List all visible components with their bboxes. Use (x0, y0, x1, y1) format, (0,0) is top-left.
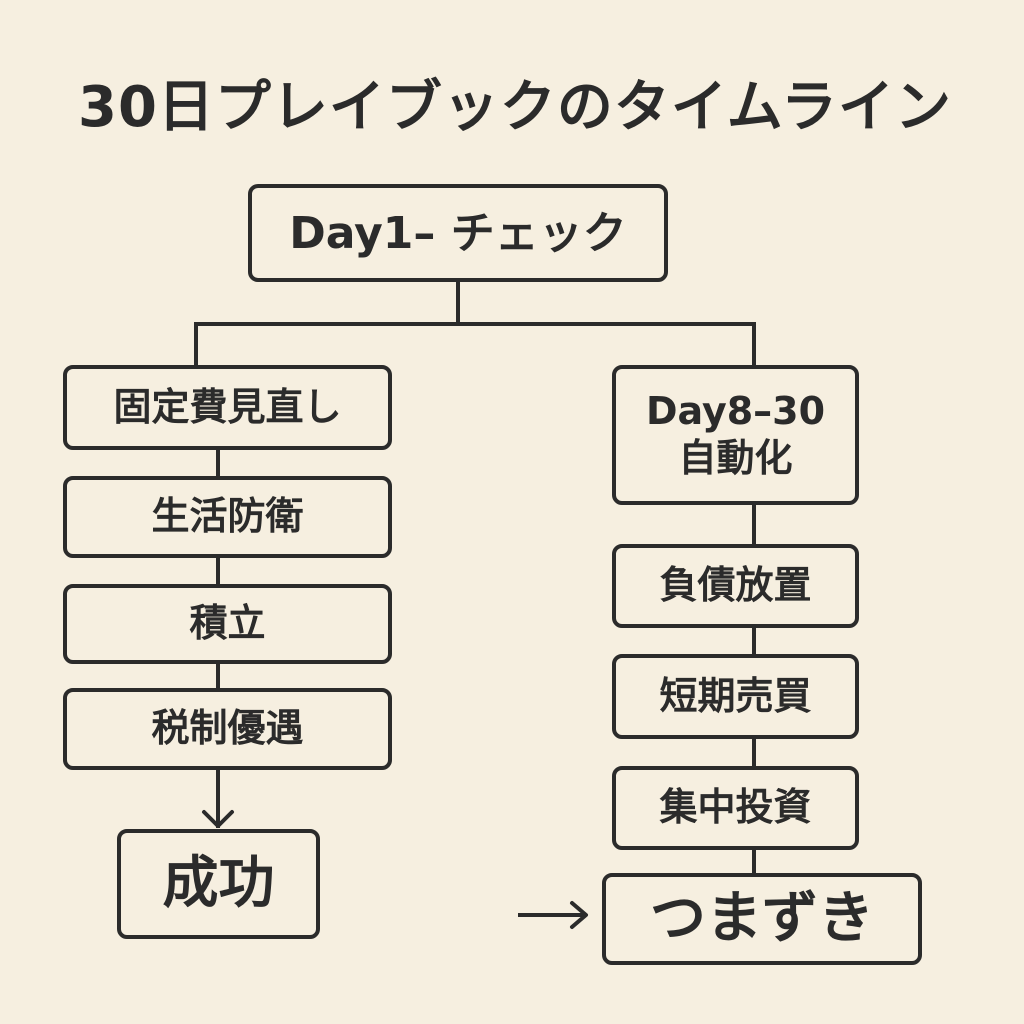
step-label: 短期売買 (659, 673, 812, 718)
step-label: 固定費見直し (113, 384, 342, 429)
header-line-2: 自動化 (678, 436, 793, 480)
step-label: 負債放置 (659, 563, 812, 608)
right-step-2: 短期売買 (612, 654, 859, 739)
outcome-label: つまずき (650, 886, 874, 951)
left-step-4: 税制優遇 (63, 688, 392, 770)
step-label: 集中投資 (659, 785, 812, 830)
left-step-2: 生活防衛 (63, 476, 392, 558)
stumble-outcome: つまずき (602, 873, 922, 965)
left-step-1: 固定費見直し (63, 365, 392, 450)
root-node: Day1– チェック (248, 184, 668, 282)
success-outcome: 成功 (117, 829, 320, 939)
root-label: Day1– チェック (289, 207, 627, 259)
right-step-3: 集中投資 (612, 766, 859, 850)
step-label: 税制優遇 (151, 706, 304, 751)
diagram-title: 30日プレイブックのタイムライン (78, 75, 953, 140)
outcome-label: 成功 (162, 851, 275, 916)
left-step-3: 積立 (63, 584, 392, 664)
step-label: 生活防衛 (151, 494, 304, 539)
step-label: 積立 (189, 601, 266, 646)
right-step-1: 負債放置 (612, 544, 859, 628)
header-line-1: Day8–30 (645, 388, 826, 433)
right-header-node: Day8–30 自動化 (612, 365, 859, 505)
